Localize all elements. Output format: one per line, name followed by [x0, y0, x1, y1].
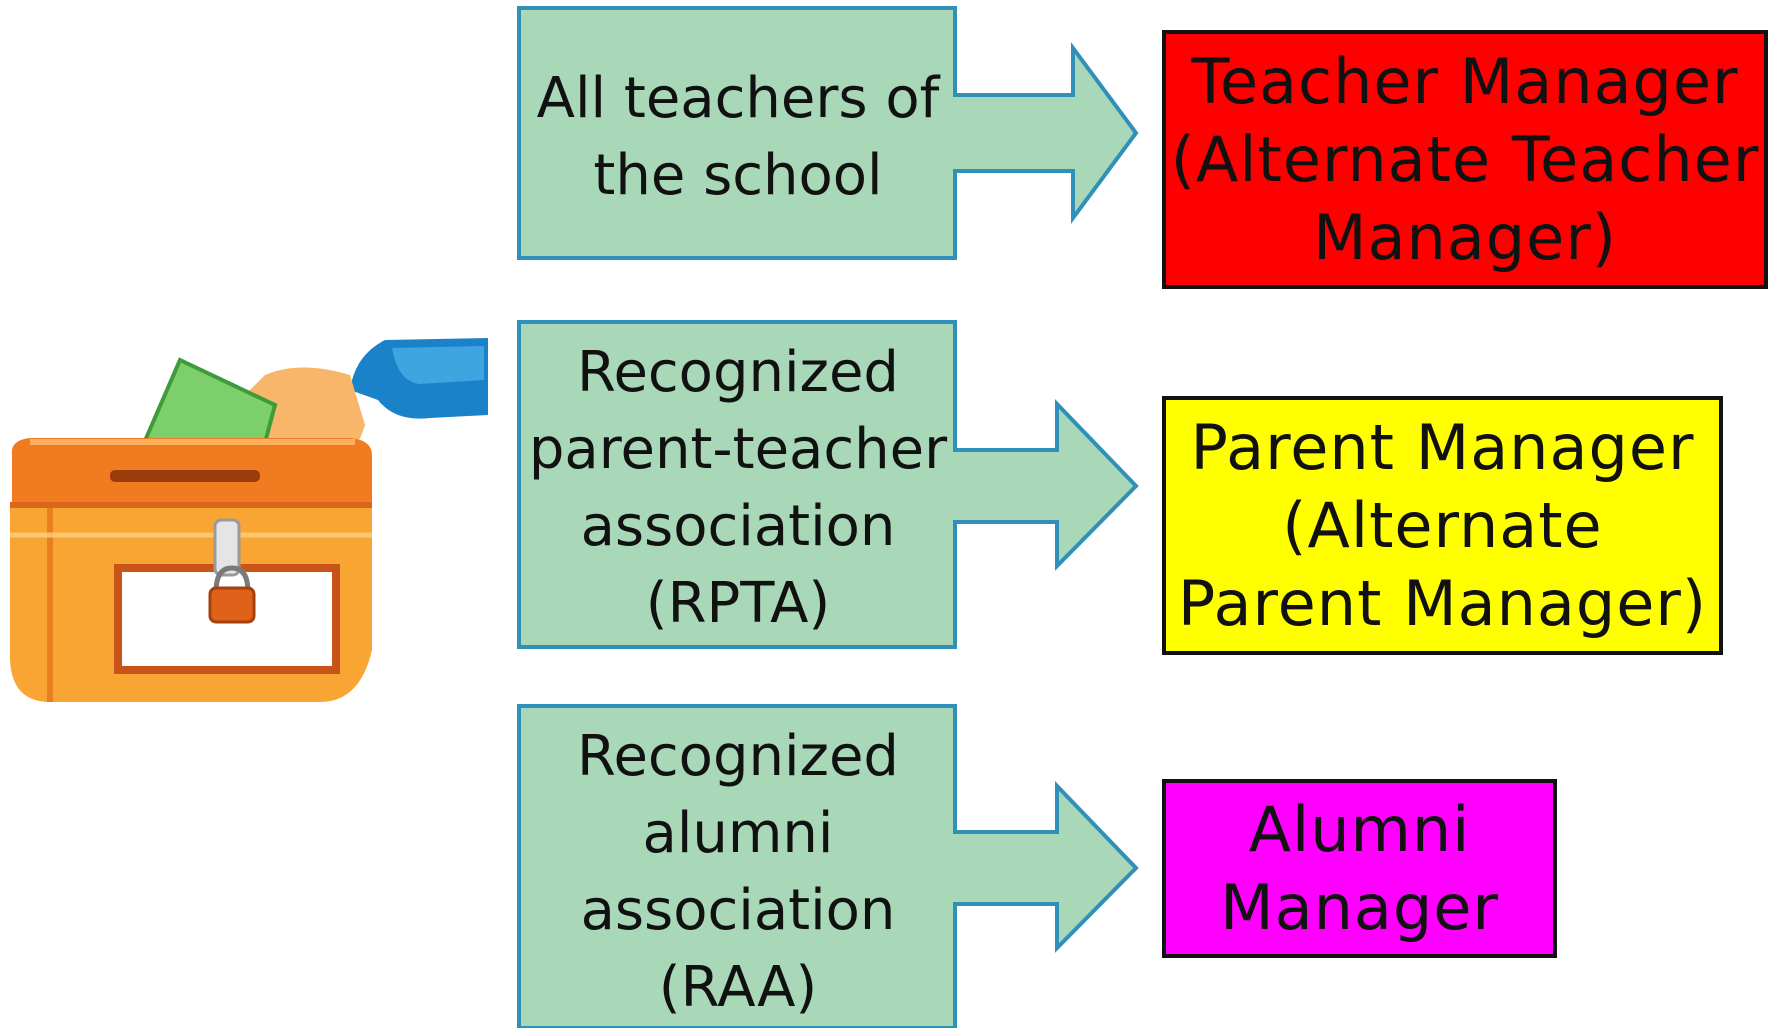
sleeve-icon: [350, 338, 488, 419]
source-raa: Recognized alumni association (RAA): [518, 718, 958, 1026]
target-line: (Alternate: [1282, 488, 1603, 562]
source-line: Recognized: [577, 340, 899, 405]
target-line: Parent Manager): [1177, 566, 1708, 640]
source-line: (RAA): [658, 955, 818, 1020]
source-line: association: [580, 494, 896, 559]
target-line: Manager): [1313, 200, 1617, 274]
target-alumni-manager: Alumni Manager: [1162, 779, 1557, 958]
source-line: Recognized: [577, 724, 899, 789]
target-parent-manager: Parent Manager (Alternate Parent Manager…: [1162, 396, 1723, 655]
source-line: the school: [593, 143, 883, 208]
target-line: Manager: [1220, 870, 1499, 944]
target-line: Parent Manager: [1190, 410, 1695, 484]
arrow-rpta: [517, 320, 1139, 649]
target-line: Teacher Manager: [1191, 44, 1739, 118]
source-line: (RPTA): [645, 571, 831, 636]
ballot-box-illustration: [10, 338, 488, 702]
target-teacher-manager: Teacher Manager (Alternate Teacher Manag…: [1162, 30, 1768, 289]
source-line: alumni: [642, 801, 834, 866]
source-line: association: [580, 878, 896, 943]
ballot-box-icon: [10, 438, 373, 702]
arrow-raa: [517, 704, 1139, 1028]
source-rpta: Recognized parent-teacher association (R…: [518, 334, 958, 642]
target-line: (Alternate Teacher: [1170, 122, 1760, 196]
source-line: All teachers of: [536, 66, 940, 131]
source-teachers: All teachers of the school: [518, 60, 958, 214]
source-line: parent-teacher: [528, 417, 948, 482]
arrow-teachers: [517, 6, 1139, 260]
target-line: Alumni: [1248, 792, 1471, 866]
